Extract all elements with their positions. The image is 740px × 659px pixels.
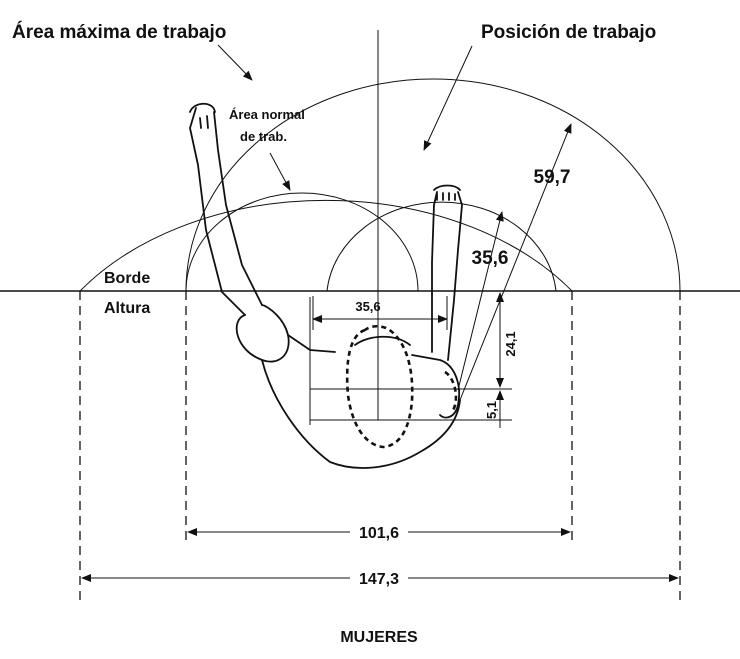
- normal-span-value: 101,6: [359, 525, 399, 542]
- normal-area-arc-left: [185, 192, 419, 292]
- normal-area-arc-right: [326, 201, 557, 292]
- edge-label: Borde: [104, 270, 150, 287]
- max-radius-value: 59,7: [534, 167, 571, 188]
- depth-elbow-value: 5,1: [484, 401, 499, 419]
- normal-area-label-2: de trab.: [240, 129, 287, 144]
- normal-radius-value: 35,6: [472, 248, 509, 269]
- normal-radius-arrow: [457, 211, 504, 391]
- max-area-arc-right: [185, 78, 681, 292]
- seated-person-figure: [189, 102, 463, 469]
- max-area-label: Área máxima de trabajo: [12, 21, 226, 43]
- max-radius-arrow: [459, 123, 572, 401]
- normal-area-label-1: Área normal: [229, 107, 305, 122]
- shoulder-width-value: 35,6: [355, 299, 380, 314]
- max-span-value: 147,3: [359, 571, 399, 588]
- height-label: Altura: [104, 300, 150, 317]
- footer-title: MUJERES: [340, 629, 418, 646]
- work-position-label: Posición de trabajo: [481, 22, 656, 43]
- depth-shoulder-value: 24,1: [503, 331, 518, 356]
- max-area-arc-left: [79, 199, 573, 292]
